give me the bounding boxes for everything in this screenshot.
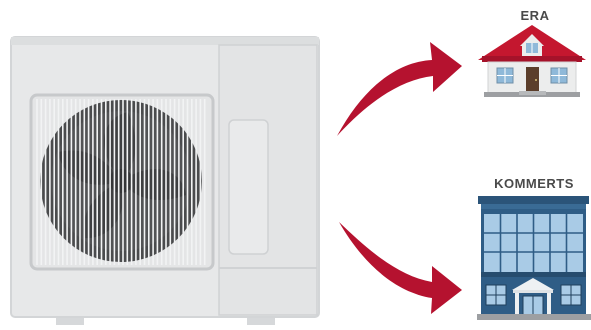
arrow-icon (337, 42, 462, 136)
house-icon (478, 25, 586, 97)
arrow-icon (339, 222, 462, 314)
office-building-icon (477, 196, 591, 320)
fan-grille (36, 99, 206, 265)
heat-pump-icon (10, 36, 320, 325)
commercial-label: KOMMERTS (494, 176, 574, 191)
residential-label: ERA (520, 8, 550, 23)
fan-icon (40, 100, 202, 262)
